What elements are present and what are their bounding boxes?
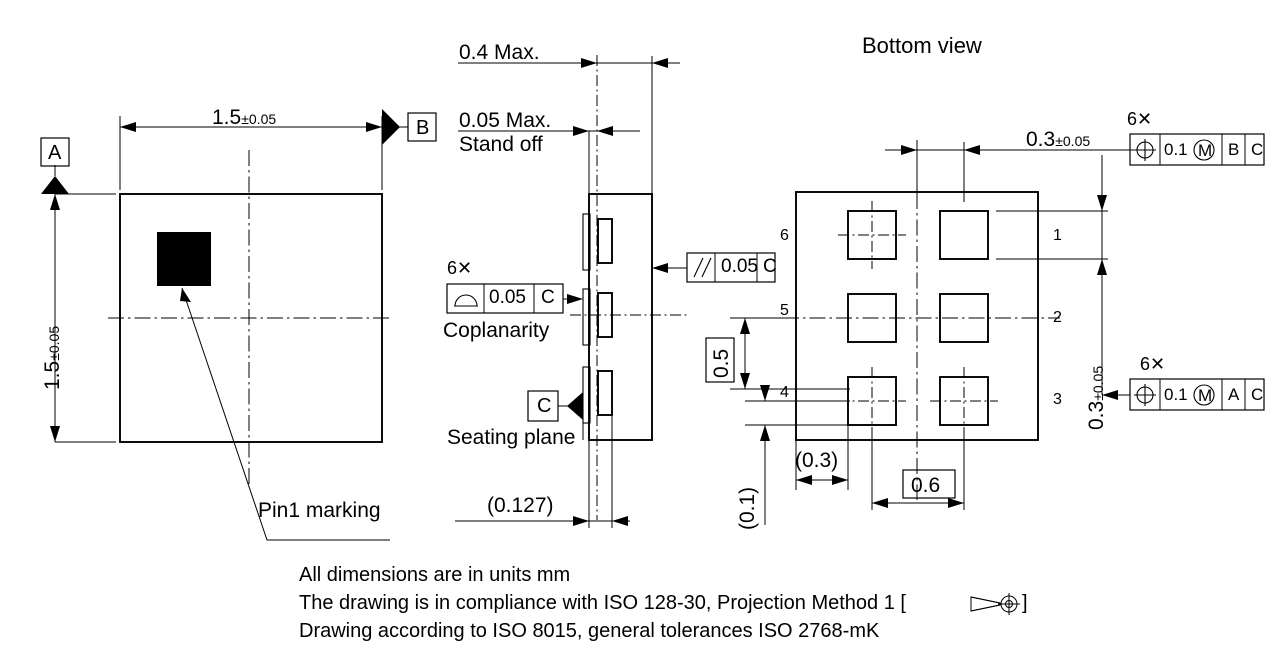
fcf-bottom-tol: 0.1: [1164, 385, 1188, 404]
fcf-top-datum1: B: [1228, 140, 1240, 159]
dim-06-arrow-left: [872, 498, 888, 508]
pin1-marking-square: [157, 232, 211, 286]
dim-06-arrow-right: [948, 498, 964, 508]
dim-05-arrow-top: [740, 318, 750, 334]
pin1-leader-line: [181, 287, 390, 541]
fcf-bottom-box: [1129, 378, 1265, 411]
side-view-lead-tab-top: [582, 213, 591, 271]
fcf-top-tol: 0.1: [1164, 140, 1188, 159]
pin1-leader-arrow: [180, 288, 191, 302]
dim-03ref-text: (0.3): [795, 449, 839, 472]
fcf-top-datum2: C: [1251, 140, 1264, 159]
datum-a-box: [40, 137, 70, 167]
dim-01ref-text: (0.1): [736, 486, 759, 530]
iso-projection-method-1-icon: [970, 593, 1020, 615]
coplanarity-leader-arrow: [567, 294, 583, 304]
coplanarity-label: Coplanarity: [443, 319, 550, 342]
side-view-package-body: [588, 193, 653, 441]
note-line-2-post: ]: [1022, 592, 1028, 614]
dim-01-arrow-a: [760, 385, 770, 401]
fcf-top-qty: 6✕: [1127, 109, 1153, 129]
dim-04max-arrow-left: [581, 58, 597, 68]
mmc-modifier-top-circle: [1193, 139, 1215, 161]
parallelism-icon-stroke1: [693, 257, 704, 278]
seating-plane-datum-label: C: [537, 395, 552, 417]
top-view-height-arrow-top: [50, 194, 60, 210]
seating-plane-label: Seating plane: [447, 426, 576, 449]
side-view-standoff-max-text: 0.05 Max.: [459, 109, 552, 132]
dim-05-arrow-bottom: [740, 373, 750, 389]
dim-x-arrow-right: [964, 145, 980, 155]
dim-06-text: 0.6: [911, 474, 941, 497]
top-view-height-arrow-bottom: [50, 426, 60, 442]
note-line-2-pre: The drawing is in compliance with ISO 12…: [299, 592, 906, 614]
side-view-lead-width-text: (0.127): [487, 494, 554, 517]
side-view-lead-pad-top: [597, 218, 613, 264]
coplanarity-tol-text: 0.05: [489, 287, 526, 308]
datum-b-label: B: [416, 117, 430, 139]
pin-number-4: 4: [780, 384, 789, 401]
coplanarity-qty-label: 6✕: [447, 258, 473, 278]
fcf-bottom-datum1: A: [1228, 385, 1240, 404]
dim-03ref-arrow-left: [796, 475, 812, 485]
bottom-view-pitch-x-text: 0.3±0.05: [1026, 128, 1091, 151]
datum-b-box: [407, 112, 437, 142]
fcf-bottom-leader-arrow: [1102, 390, 1118, 400]
dim-005max-arrow-left: [573, 126, 589, 136]
dim-x-arrow-left: [901, 145, 917, 155]
note-line-3: Drawing according to ISO 8015, general t…: [299, 620, 880, 642]
fcf-top-modifier: M: [1198, 141, 1213, 160]
dim-06-basic-box: [902, 469, 956, 499]
fcf-top-box: [1129, 133, 1265, 166]
side-view-lead-tab-mid: [582, 288, 591, 346]
coplanarity-datum-text: C: [541, 287, 555, 308]
bottom-view-pad-2: [939, 293, 989, 343]
pin-number-3: 3: [1053, 391, 1062, 408]
dim-0127-arrow-left: [573, 516, 589, 526]
datum-b-triangle: [382, 109, 400, 145]
top-view-height-dim-text: 1.5±0.05: [41, 325, 64, 390]
pin-number-1: 1: [1053, 227, 1062, 244]
parallelism-icon-stroke2: [701, 257, 712, 278]
side-view-standoff-label: Stand off: [459, 133, 543, 156]
note-line-1: All dimensions are in units mm: [299, 564, 571, 586]
dim-005max-arrow-right: [597, 126, 613, 136]
parallelism-tol-text: 0.05: [721, 256, 758, 277]
seating-plane-triangle: [567, 392, 583, 420]
datum-a-triangle: [41, 176, 69, 194]
dim-05-basic-box: [705, 337, 735, 383]
top-view-width-arrow-left: [120, 122, 136, 132]
fcf-bottom-qty: 6✕: [1140, 354, 1166, 374]
dim-03ref-arrow-right: [832, 475, 848, 485]
pin-number-2: 2: [1053, 309, 1062, 326]
parallelism-leader-arrow: [652, 263, 668, 273]
dim-y-arrow-a: [1097, 195, 1107, 211]
datum-a-label: A: [48, 142, 62, 164]
pin1-marking-label: Pin1 marking: [258, 499, 381, 522]
fcf-bottom-modifier: M: [1198, 386, 1213, 405]
side-view-height-max-text: 0.4 Max.: [459, 41, 540, 64]
top-view-width-arrow-right: [366, 122, 382, 132]
dim-05-text: 0.5: [710, 348, 733, 378]
pin-number-6: 6: [780, 227, 789, 244]
parallelism-datum-text: C: [763, 256, 777, 277]
dim-04max-arrow-right: [652, 58, 668, 68]
bottom-view-pitch-y-text: 0.3±0.05: [1085, 365, 1108, 430]
mmc-modifier-bottom-circle: [1193, 384, 1215, 406]
profile-of-surface-icon: [454, 294, 478, 307]
bottom-view-title: Bottom view: [862, 33, 982, 58]
dim-01-arrow-b: [760, 425, 770, 441]
dim-0127-arrow-right: [612, 516, 628, 526]
fcf-bottom-datum2: C: [1251, 385, 1264, 404]
top-view-width-dim-text: 1.5±0.05: [212, 106, 277, 129]
side-view-lead-pad-bottom: [597, 370, 613, 416]
pin-number-5: 5: [780, 302, 789, 319]
bottom-view-pad-1: [939, 210, 989, 260]
